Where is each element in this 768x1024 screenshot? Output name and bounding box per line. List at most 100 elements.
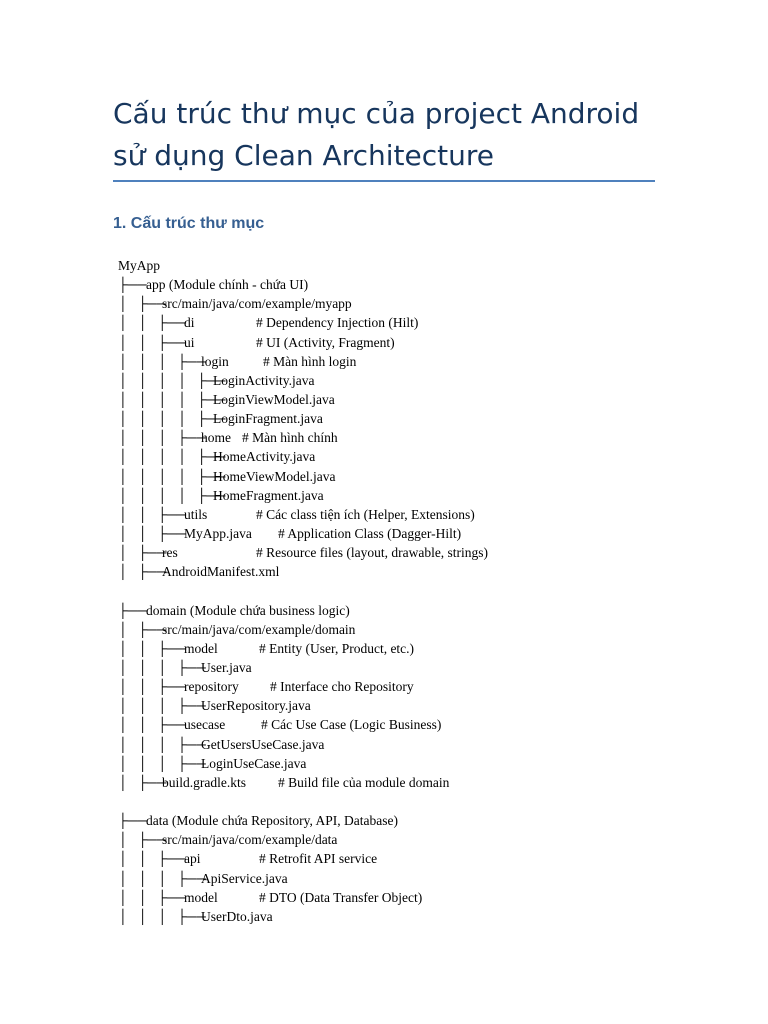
tree-line: │ │ │ ├── ApiService.java <box>118 869 738 888</box>
section-heading: 1. Cấu trúc thư mục <box>113 215 265 232</box>
tree-line: │ │ │ ├── LoginUseCase.java <box>118 754 738 773</box>
tree-item-name: home <box>201 430 231 446</box>
tree-item-comment: # Dependency Injection (Hilt) <box>256 315 419 331</box>
tree-item-name: GetUsersUseCase.java <box>201 736 325 752</box>
tree-guide: │ │ ├── <box>118 525 190 541</box>
tree-line: │ │ │ ├── home # Màn hình chính <box>118 428 738 447</box>
tree-item-name: LoginActivity.java <box>213 372 315 388</box>
tree-item-name: ApiService.java <box>201 870 288 886</box>
tree-guide: │ │ ├── <box>118 851 190 867</box>
tree-item-name: login <box>201 353 229 369</box>
tree-item-name: LoginFragment.java <box>213 411 323 427</box>
tree-line: │ ├── src/main/java/com/example/domain <box>118 620 738 639</box>
tree-line: │ │ │ ├── UserDto.java <box>118 907 738 926</box>
tree-item-name: ui <box>184 334 195 350</box>
tree-guide: │ │ ├── <box>118 334 190 350</box>
tree-item-name: UserDto.java <box>201 908 273 924</box>
tree-guide: │ │ │ │ ├── <box>118 487 229 503</box>
tree-line: │ │ ├── utils # Các class tiện ích (Helpe… <box>118 505 738 524</box>
tree-line: │ │ │ │ ├── LoginActivity.java <box>118 371 738 390</box>
tree-item-name: model <box>184 889 218 905</box>
tree-item-comment: # Màn hình login <box>263 353 357 369</box>
tree-guide: │ │ │ │ ├── <box>118 468 229 484</box>
tree-line: │ │ │ │ ├── LoginFragment.java <box>118 409 738 428</box>
tree-line: │ ├── build.gradle.kts # Build file của m… <box>118 773 738 792</box>
tree-guide: │ │ ├── <box>118 506 190 522</box>
title-underline <box>113 180 655 182</box>
tree-item-name: MyApp.java <box>184 525 252 541</box>
tree-guide: │ │ │ ├── <box>118 659 210 675</box>
tree-guide: │ ├── <box>118 296 170 312</box>
tree-item-name: repository <box>184 679 239 695</box>
tree-guide: │ │ │ │ ├── <box>118 411 229 427</box>
tree-guide: │ │ │ ├── <box>118 908 210 924</box>
tree-item-comment: # Entity (User, Product, etc.) <box>259 640 415 656</box>
tree-guide: │ │ │ │ ├── <box>118 372 229 388</box>
tree-line: ├── domain (Module chứa business logic) <box>118 601 738 620</box>
tree-guide: │ │ │ ├── <box>118 736 210 752</box>
tree-line: │ │ ├── usecase# Các Use Case (Logic Bus… <box>118 715 738 734</box>
tree-item-name: LoginViewModel.java <box>213 391 335 407</box>
tree-guide: ├── <box>118 602 151 618</box>
tree-item-comment: # UI (Activity, Fragment) <box>256 334 395 350</box>
tree-line: │ │ │ │ ├── LoginViewModel.java <box>118 390 738 409</box>
tree-item-comment: # Các class tiện ích (Helper, Extensions… <box>256 506 475 522</box>
tree-item-name: AndroidManifest.xml <box>162 564 280 580</box>
tree-item-name: app (Module chính - chứa UI) <box>146 277 309 293</box>
tree-item-comment: # Build file của module domain <box>278 774 450 790</box>
tree-guide: │ │ ├── <box>118 640 190 656</box>
tree-item-name: User.java <box>201 659 252 675</box>
tree-line: │ │ │ ├── User.java <box>118 658 738 677</box>
tree-item-name: api <box>184 851 201 867</box>
document-title: Cấu trúc thư mục của project Android sử … <box>113 97 640 172</box>
tree-line: │ │ ├── api # Retrofit API service <box>118 849 738 868</box>
tree-guide: │ ├── <box>118 832 170 848</box>
tree-item-comment: # Retrofit API service <box>259 851 378 867</box>
tree-guide: │ ├── <box>118 621 170 637</box>
tree-guide: │ ├── <box>118 545 170 561</box>
tree-line: │ │ │ ├── GetUsersUseCase.java <box>118 735 738 754</box>
tree-guide: │ │ │ ├── <box>118 698 210 714</box>
tree-item-comment: # Các Use Case (Logic Business) <box>261 717 442 733</box>
tree-line: MyApp <box>118 256 738 275</box>
tree-line: │ │ ├── MyApp.java# Application Class (D… <box>118 524 738 543</box>
tree-item-name: HomeViewModel.java <box>213 468 336 484</box>
tree-line <box>118 581 738 600</box>
tree-item-comment: # Màn hình chính <box>242 430 338 446</box>
tree-guide: ├── <box>118 813 151 829</box>
tree-guide: │ │ │ ├── <box>118 755 210 771</box>
tree-line: │ ├── res# Resource files (layout, drawa… <box>118 543 738 562</box>
tree-item-name: model <box>184 640 218 656</box>
tree-guide: │ │ │ │ ├── <box>118 449 229 465</box>
tree-guide: │ ├── <box>118 564 170 580</box>
tree-item-name: build.gradle.kts <box>162 774 246 790</box>
tree-item-comment: # Interface cho Repository <box>270 679 414 695</box>
tree-guide: │ │ │ ├── <box>118 353 210 369</box>
tree-item-name: utils <box>184 506 208 522</box>
tree-line: │ │ ├── model# DTO (Data Transfer Object… <box>118 888 738 907</box>
tree-guide: │ │ │ ├── <box>118 430 210 446</box>
tree-guide: │ ├── <box>118 774 170 790</box>
tree-item-name: HomeActivity.java <box>213 449 316 465</box>
tree-guide: │ │ ├── <box>118 889 190 905</box>
tree-line: │ │ │ ├── UserRepository.java <box>118 696 738 715</box>
tree-line: │ │ │ │ ├── HomeViewModel.java <box>118 467 738 486</box>
tree-line: ├── app (Module chính - chứa UI) <box>118 275 738 294</box>
tree-item-name: HomeFragment.java <box>213 487 324 503</box>
tree-line <box>118 792 738 811</box>
tree-item-name: di <box>184 315 195 331</box>
tree-item-name: MyApp <box>118 258 161 273</box>
tree-guide: │ │ │ │ ├── <box>118 391 229 407</box>
tree-item-name: domain (Module chứa business logic) <box>146 602 350 618</box>
tree-line: │ │ ├── model # Entity (User, Product, et… <box>118 639 738 658</box>
tree-item-name: LoginUseCase.java <box>201 755 307 771</box>
tree-item-name: usecase <box>184 717 226 733</box>
tree-guide: │ │ ├── <box>118 315 190 331</box>
directory-tree: MyApp├── app (Module chính - chứa UI)│ ├… <box>118 256 738 926</box>
tree-line: ├── data (Module chứa Repository, API, D… <box>118 811 738 830</box>
tree-line: │ ├── src/main/java/com/example/data <box>118 830 738 849</box>
tree-line: │ │ │ ├── login # Màn hình login <box>118 352 738 371</box>
tree-line: │ │ │ │ ├── HomeFragment.java <box>118 486 738 505</box>
tree-line: │ ├── src/main/java/com/example/myapp <box>118 294 738 313</box>
